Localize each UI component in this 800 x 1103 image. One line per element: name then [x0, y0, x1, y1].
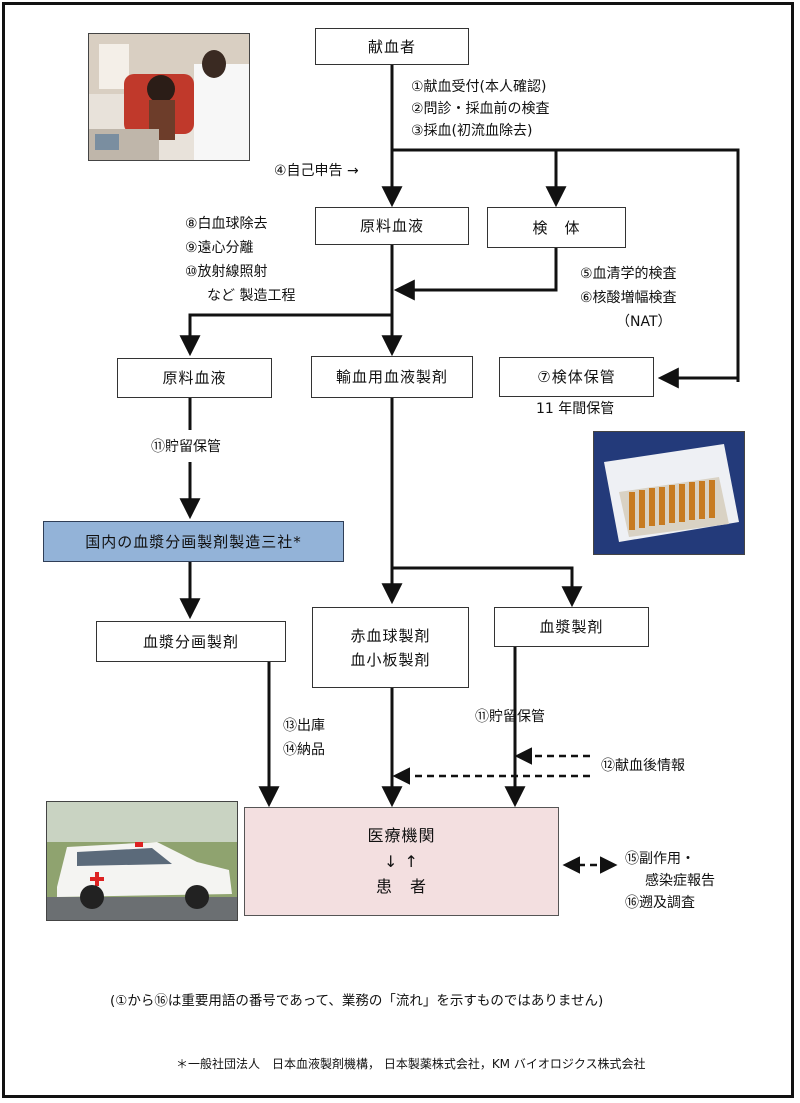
fraction-products-label: 血漿分画製剤	[142, 632, 239, 651]
donor-label: 献血者	[367, 37, 416, 56]
storage-years-label: 11 年間保管	[536, 401, 615, 417]
step6b-label: （NAT）	[616, 314, 672, 330]
step-labels-testing: ⑤血清学的検査 ⑥核酸増幅検査 （NAT）	[580, 262, 677, 334]
company-footnote: ＊一般社団法人 日本血液製剤機構， 日本製薬株式会社，KM バイオロジクス株式会…	[176, 1057, 646, 1071]
step1-label: ①献血受付(本人確認)	[411, 79, 547, 95]
store-right-label: ⑪貯留保管	[475, 709, 545, 725]
step12-label: ⑫献血後情報	[601, 758, 685, 774]
step13-label: ⑬出庫	[283, 718, 325, 734]
raw-blood-top-label: 原料血液	[359, 217, 424, 235]
patient-label: 患 者	[375, 877, 427, 897]
raw-blood-box-left: 原料血液	[117, 358, 272, 398]
step3-label: ③採血(初流血除去)	[411, 123, 533, 139]
donor-box: 献血者	[315, 28, 469, 65]
rbc-platelet-text: 赤血球製剤 血小板製剤	[350, 624, 430, 672]
raw-blood-left-label: 原料血液	[162, 369, 227, 387]
arrow-to-raw-blood-left	[179, 313, 392, 357]
donation-photo	[88, 33, 250, 161]
step6-label: ⑥核酸増幅検査	[580, 290, 677, 306]
step15b-label: 感染症報告	[645, 873, 715, 889]
rbc-platelet-box: 赤血球製剤 血小板製剤	[312, 607, 469, 688]
step2-label: ②問診・採血前の検査	[411, 101, 550, 117]
step16-label: ⑯遡及調査	[625, 895, 695, 911]
specimen-storage-label: ⑦検体保管	[537, 368, 616, 386]
report-labels: ⑮副作用・ 感染症報告 ⑯遡及調査	[625, 848, 715, 914]
step-labels-donation: ①献血受付(本人確認) ②問診・採血前の検査 ③採血(初流血除去)	[411, 76, 550, 142]
step9-label: ⑨遠心分離	[185, 240, 254, 256]
transfusion-product-box: 輸血用血液製剤	[311, 356, 473, 398]
arrow-specimen-join	[393, 248, 558, 301]
fractionation-companies-box: 国内の血漿分画製剤製造三社*	[43, 521, 344, 562]
fractionation-companies-label: 国内の血漿分画製剤製造三社*	[85, 532, 302, 551]
numbering-note: (①から⑯は重要用語の番号であって、業務の「流れ」を示すものではありません)	[110, 993, 604, 1009]
specimen-storage-box: ⑦検体保管	[499, 357, 654, 397]
medical-institution-box: 医療機関 ↓ ↑ 患 者	[244, 807, 559, 916]
step8-label: ⑧白血球除去	[185, 216, 268, 232]
step10b-label: など 製造工程	[207, 288, 296, 304]
step14-label: ⑭納品	[283, 742, 325, 758]
step10-label: ⑩放射線照射	[185, 264, 268, 280]
rbc-label: 赤血球製剤	[350, 626, 431, 645]
step15a-label: ⑮副作用・	[625, 851, 695, 867]
raw-blood-box-top: 原料血液	[315, 207, 469, 245]
specimen-tubes-image	[594, 432, 744, 554]
step-labels-manufacturing: ⑧白血球除去 ⑨遠心分離 ⑩放射線照射 など 製造工程	[185, 212, 295, 308]
plasma-box: 血漿製剤	[494, 607, 649, 647]
fraction-products-box: 血漿分画製剤	[96, 621, 286, 662]
specimen-box: 検 体	[487, 207, 626, 248]
platelet-label: 血小板製剤	[350, 650, 431, 669]
store-left-label: ⑪貯留保管	[149, 436, 223, 458]
specimen-label: 検 体	[532, 218, 581, 237]
delivery-vehicle-image	[47, 802, 237, 920]
medical-arrows: ↓ ↑	[384, 851, 419, 871]
arrow-to-plasma	[392, 566, 583, 608]
step4-label: ④自己申告 →	[274, 163, 359, 179]
transfusion-label: 輸血用血液製剤	[335, 368, 448, 386]
step5-label: ⑤血清学的検査	[580, 266, 677, 282]
connector-branch-right	[392, 148, 740, 382]
specimen-photo	[593, 431, 745, 555]
medical-label: 医療機関	[367, 826, 436, 846]
plasma-label: 血漿製剤	[539, 618, 604, 636]
delivery-labels: ⑬出庫 ⑭納品	[283, 714, 325, 762]
vehicle-photo	[46, 801, 238, 921]
donation-scene-image	[89, 34, 249, 160]
